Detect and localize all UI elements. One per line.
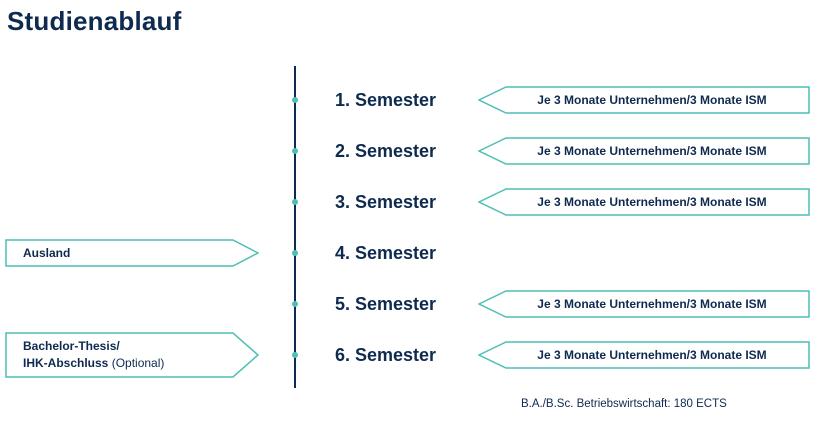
ects-footnote: B.A./B.Sc. Betriebswirtschaft: 180 ECTS xyxy=(521,398,727,410)
semester-label-6: 6. Semester xyxy=(335,345,437,365)
semester-label-1: 1. Semester xyxy=(335,90,437,110)
timeline-dot-4 xyxy=(292,250,298,256)
semester-1-phase-box: Je 3 Monate Unternehmen/3 Monate ISM xyxy=(478,86,810,114)
ausland-box: Ausland xyxy=(5,239,259,267)
semester-5-phase-box: Je 3 Monate Unternehmen/3 Monate ISM xyxy=(478,290,810,318)
semester-label-3: 3. Semester xyxy=(335,192,437,212)
arrow-left-shape xyxy=(478,290,810,318)
semester-1-phase-text: Je 3 Monate Unternehmen/3 Monate ISM xyxy=(537,93,767,107)
optional-note: (Optional) xyxy=(111,356,165,370)
arrow-left-shape xyxy=(478,188,810,216)
semester-label-5: 5. Semester xyxy=(335,294,437,314)
bachelor-thesis-line-2: IHK-Abschluss xyxy=(23,356,109,370)
timeline-dot-3 xyxy=(292,199,298,205)
bachelor-thesis-box: Bachelor-Thesis/ IHK-Abschluss (Optional… xyxy=(5,332,259,378)
arrow-left-shape xyxy=(478,137,810,165)
timeline-dot-1 xyxy=(292,97,298,103)
arrow-right-shape xyxy=(5,239,259,267)
arrow-left-shape xyxy=(478,341,810,369)
semester-2-phase-text: Je 3 Monate Unternehmen/3 Monate ISM xyxy=(537,144,767,158)
semester-6-phase-text: Je 3 Monate Unternehmen/3 Monate ISM xyxy=(537,348,767,362)
timeline-dot-6 xyxy=(292,352,298,358)
bachelor-thesis-line-1: Bachelor-Thesis/ xyxy=(23,339,120,353)
semester-2-phase-box: Je 3 Monate Unternehmen/3 Monate ISM xyxy=(478,137,810,165)
semester-label-2: 2. Semester xyxy=(335,141,437,161)
semester-5-phase-text: Je 3 Monate Unternehmen/3 Monate ISM xyxy=(537,297,767,311)
arrow-left-shape xyxy=(478,86,810,114)
timeline-dot-5 xyxy=(292,301,298,307)
semester-3-phase-box: Je 3 Monate Unternehmen/3 Monate ISM xyxy=(478,188,810,216)
semester-6-phase-box: Je 3 Monate Unternehmen/3 Monate ISM xyxy=(478,341,810,369)
page-title: Studienablauf xyxy=(7,6,182,36)
semester-label-4: 4. Semester xyxy=(335,243,437,263)
semester-3-phase-text: Je 3 Monate Unternehmen/3 Monate ISM xyxy=(537,195,767,209)
timeline-dot-2 xyxy=(292,148,298,154)
arrow-right-shape xyxy=(5,332,259,378)
ausland-label: Ausland xyxy=(23,245,71,260)
timeline-axis xyxy=(294,66,296,388)
